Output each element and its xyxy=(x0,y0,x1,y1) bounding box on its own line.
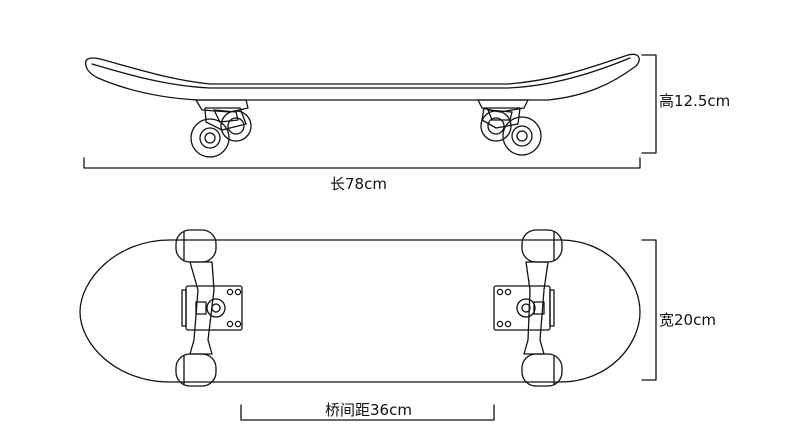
top-wheel-left-lower xyxy=(175,353,217,387)
top-wheel-left-upper xyxy=(175,229,217,263)
height-dimension-line xyxy=(641,54,657,154)
side-wheel-back xyxy=(220,110,252,142)
side-left-truck xyxy=(190,99,252,158)
wheelbase-label: 桥间距36cm xyxy=(321,403,416,418)
top-left-truck xyxy=(175,229,243,387)
top-right-truck xyxy=(493,229,563,387)
width-dimension-line xyxy=(641,239,657,381)
top-wheel-right-lower xyxy=(521,353,563,387)
length-label: 长78cm xyxy=(330,175,387,193)
width-label: 宽20cm xyxy=(659,311,716,329)
top-deck xyxy=(79,239,641,383)
top-view xyxy=(79,229,657,421)
wheelbase-dimension-line xyxy=(240,404,495,421)
length-dimension-line xyxy=(83,157,641,169)
side-wheel-front-right xyxy=(502,116,542,156)
top-wheel-right-upper xyxy=(521,229,563,263)
side-wheel-front xyxy=(190,118,230,158)
side-deck xyxy=(84,53,640,101)
side-view xyxy=(83,53,657,169)
side-deck-top-edge xyxy=(91,57,631,89)
side-right-truck xyxy=(477,99,542,156)
height-label: 高12.5cm xyxy=(659,92,731,110)
side-wheel-back-right xyxy=(480,110,512,142)
